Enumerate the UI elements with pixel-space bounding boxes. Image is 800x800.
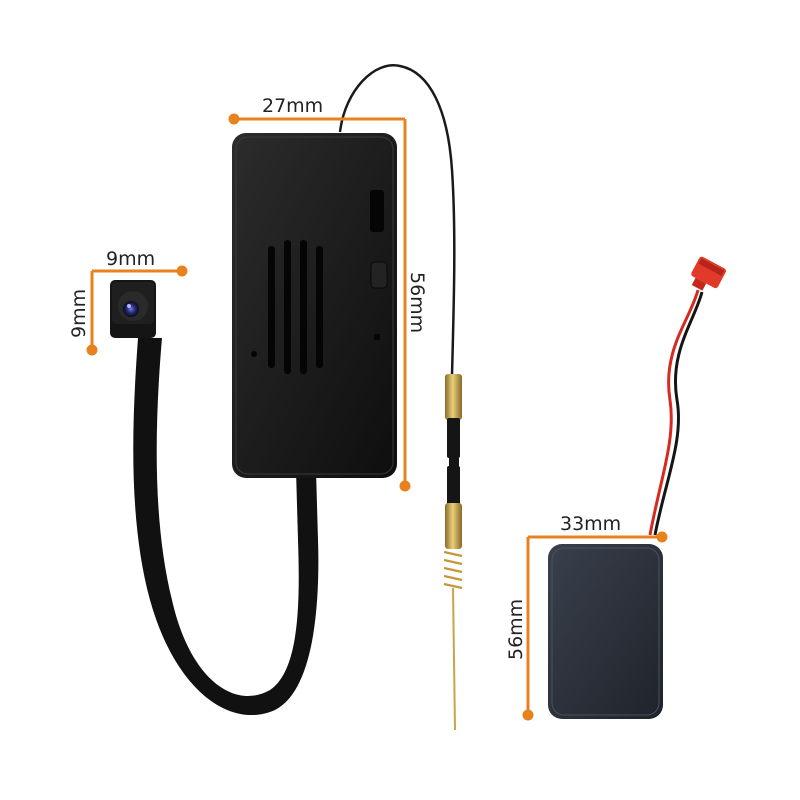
camera-module: [110, 280, 156, 338]
antenna-connector: [445, 374, 462, 549]
lipo-battery: [548, 544, 663, 719]
battery-width-label: 33mm: [560, 513, 621, 535]
device-width-label: 27mm: [262, 95, 323, 117]
status-led: [251, 351, 257, 357]
camera-lens: [123, 301, 139, 317]
antenna-wire: [338, 63, 456, 376]
side-button: [370, 261, 388, 289]
antenna-rod: [452, 587, 456, 731]
antenna-spring: [443, 550, 463, 590]
reset-hole: [374, 334, 380, 340]
vent-slots: [268, 240, 323, 374]
recorder-module: [232, 133, 397, 478]
battery-wire-red: [648, 289, 700, 536]
dimension-lines: [86, 113, 668, 721]
camera-height-label: 9mm: [68, 289, 90, 338]
ribbon-cable: [133, 338, 319, 716]
battery-wire-black: [653, 291, 704, 536]
camera-width-label: 9mm: [106, 248, 155, 270]
device-height-label: 56mm: [406, 272, 428, 333]
battery-height-label: 56mm: [505, 599, 527, 660]
jst-connector: [691, 256, 726, 291]
card-slot: [370, 190, 384, 232]
